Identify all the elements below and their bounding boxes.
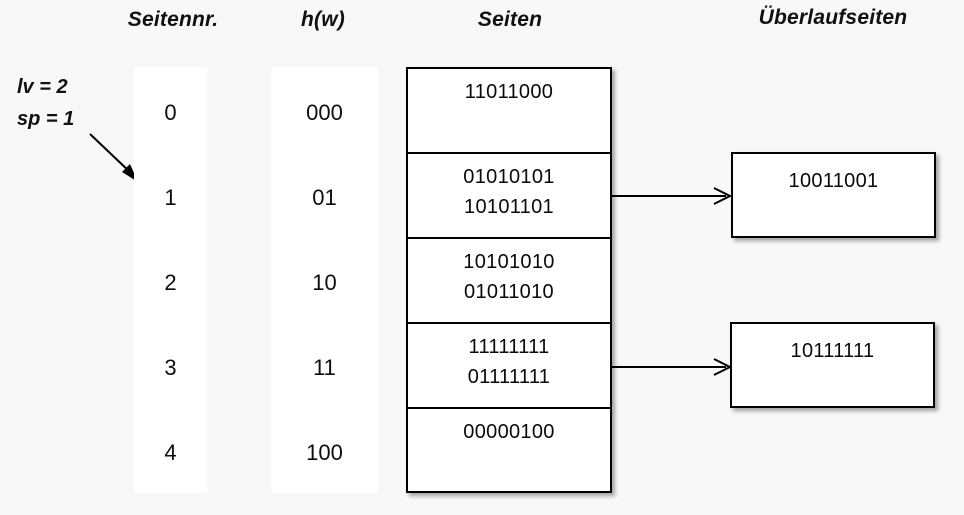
seiten-page-row: 11111111 01111111 xyxy=(408,324,610,409)
overflow-link-arrow-icon xyxy=(610,358,733,376)
hw-cell: 100 xyxy=(306,440,343,465)
overflow-link-arrow-icon xyxy=(610,187,733,205)
hw-cell: 000 xyxy=(306,100,343,125)
seiten-table: 11011000 01010101 10101101 10101010 0101… xyxy=(406,67,612,493)
record-value: 10111111 xyxy=(790,340,875,362)
seitennr-cell: 3 xyxy=(164,355,177,380)
column-header-seiten: Seiten xyxy=(477,8,543,31)
record-value: 01010101 xyxy=(463,166,555,188)
param-label-sp: sp = 1 xyxy=(17,108,75,130)
record-value: 01011010 xyxy=(464,281,554,303)
record-value: 10101101 xyxy=(464,196,554,218)
record-value: 01111111 xyxy=(467,366,551,388)
record-value: 11011000 xyxy=(464,81,554,103)
record-value: 11111111 xyxy=(468,336,550,358)
seiten-page-row: 00000100 xyxy=(408,409,610,494)
seiten-page-row: 11011000 xyxy=(408,69,610,154)
seitennr-cell: 4 xyxy=(164,440,177,465)
column-header-seitennr: Seitennr. xyxy=(127,8,219,31)
overflow-page: 10111111 xyxy=(730,322,935,408)
column-strip-seitennr xyxy=(134,67,207,493)
column-strip-hw xyxy=(271,67,378,493)
seitennr-cell: 0 xyxy=(164,100,177,125)
overflow-page: 10011001 xyxy=(731,152,936,238)
hw-cell: 10 xyxy=(312,270,337,295)
param-label-lv: lv = 2 xyxy=(17,76,68,98)
column-header-ueberlaufseiten: Überlaufseiten xyxy=(758,6,908,29)
seiten-page-row: 01010101 10101101 xyxy=(408,154,610,239)
seitennr-cell: 2 xyxy=(164,270,177,295)
column-header-hw: h(w) xyxy=(301,8,345,31)
record-value: 00000100 xyxy=(463,421,555,443)
record-value: 10101010 xyxy=(463,251,555,273)
seitennr-cell: 1 xyxy=(164,185,177,210)
hw-cell: 01 xyxy=(312,185,337,210)
seiten-page-row: 10101010 01011010 xyxy=(408,239,610,324)
record-value: 10011001 xyxy=(788,170,879,192)
hw-cell: 11 xyxy=(313,355,336,380)
